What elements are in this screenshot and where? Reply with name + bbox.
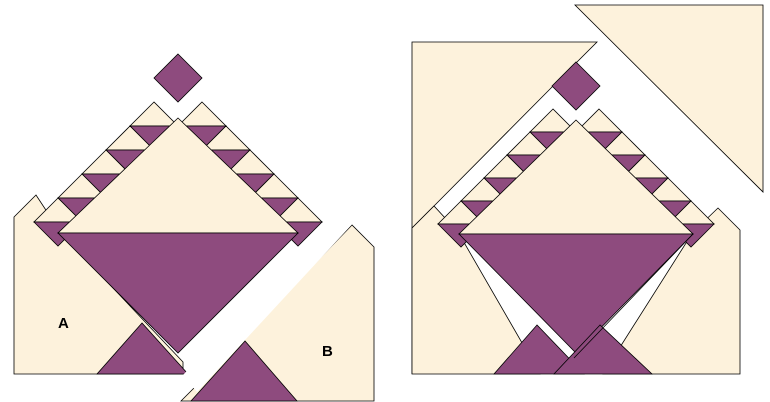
handle-top-diamond: [153, 53, 203, 103]
seam-line: [573, 233, 694, 359]
sawtooth-cream-right: [177, 101, 227, 127]
basket-bowl: [458, 233, 694, 354]
basket-foot-right: [190, 340, 298, 402]
basket-foot-left: [96, 322, 189, 375]
sawtooth-cream-left: [129, 101, 179, 127]
cut-gap: [183, 219, 357, 392]
piece-label-a: A: [58, 315, 69, 332]
basket-foot-left: [493, 324, 585, 375]
handle-top-diamond: [551, 61, 601, 111]
basket-bowl: [57, 232, 299, 354]
assembled-basket-block: [411, 4, 764, 375]
top-right-corner-triangle: [574, 4, 764, 193]
split-basket-block: A B: [13, 53, 375, 402]
basket-foot-right: [553, 324, 654, 375]
piece-label-b: B: [322, 343, 333, 360]
